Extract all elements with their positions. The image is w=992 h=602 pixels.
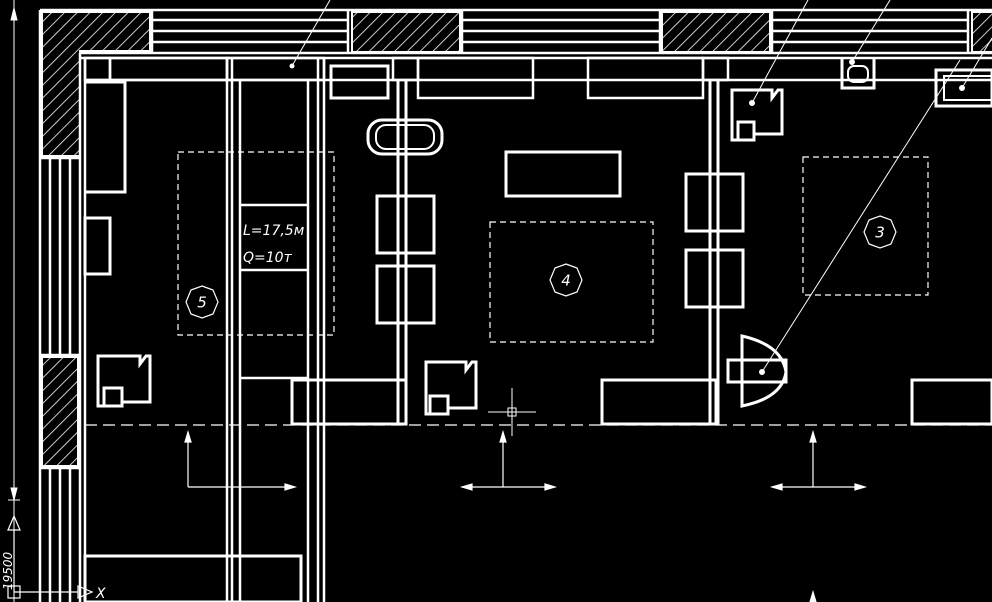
corner-hatch — [41, 11, 151, 157]
middle-bay-equipment — [290, 64, 718, 426]
cad-crosshair-cursor — [488, 388, 536, 436]
zone-4-tag: 4 — [549, 263, 583, 297]
right-bay-equipment — [684, 58, 992, 426]
wall-pier-hatch — [41, 356, 79, 467]
crane-span-label: L=17,5м — [243, 223, 305, 239]
ucs-x-label: X — [95, 586, 106, 602]
dimension-line-vertical — [8, 0, 20, 602]
svg-text:3: 3 — [875, 224, 885, 242]
svg-text:5: 5 — [197, 294, 207, 312]
section-arrows — [184, 429, 868, 602]
crane-capacity-label: Q=10т — [243, 250, 293, 266]
dimension-value: 19500 — [1, 551, 15, 590]
leader-lines — [749, 0, 992, 375]
leader-line — [291, 0, 331, 67]
svg-text:4: 4 — [561, 272, 571, 290]
zone-5-tag: 5 — [185, 285, 219, 319]
left-wall — [38, 10, 87, 602]
ucs-icon — [7, 514, 94, 599]
wall-pier-hatch — [661, 11, 771, 53]
left-bay-equipment — [83, 80, 303, 602]
top-wall — [40, 8, 992, 60]
wall-pier-hatch — [971, 11, 992, 53]
crane-bridge — [225, 56, 326, 602]
wall-pier-hatch — [351, 11, 461, 53]
zone-4-boundary — [489, 221, 654, 343]
zone-3-tag: 3 — [863, 215, 897, 249]
zone-3-boundary — [802, 156, 929, 296]
crane-rail-top — [83, 56, 992, 100]
